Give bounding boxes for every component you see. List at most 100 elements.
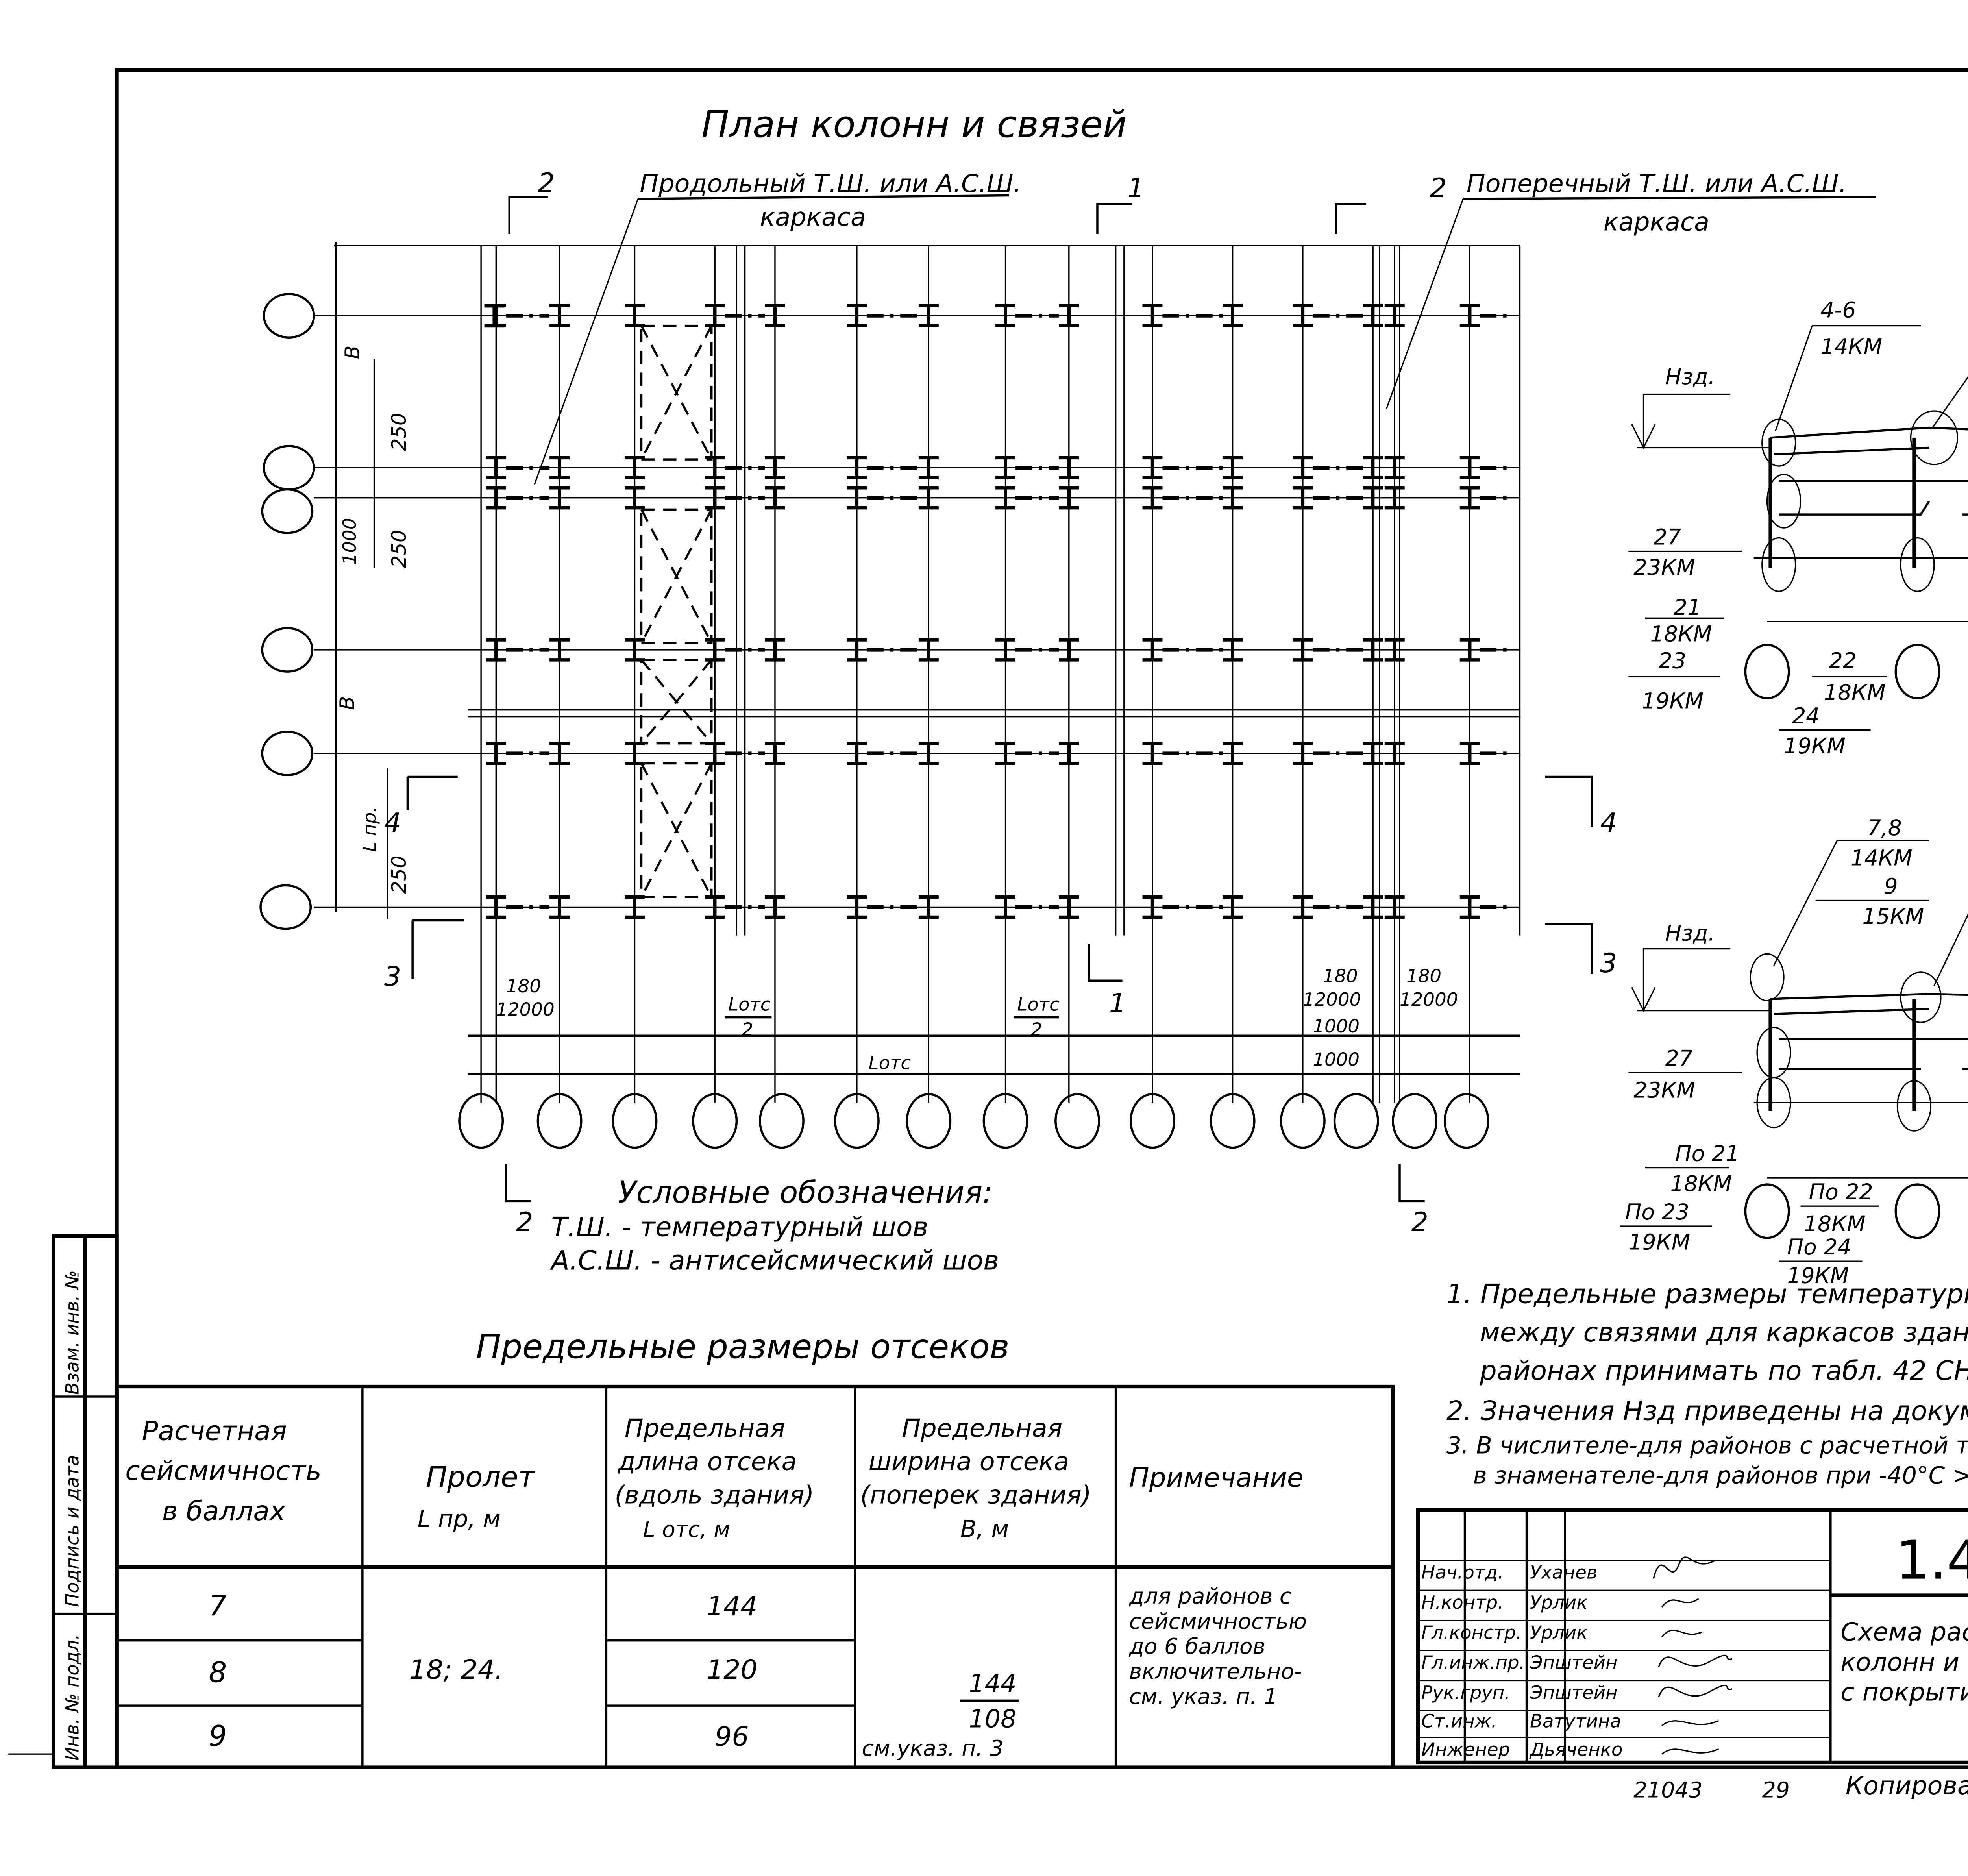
column-marker-icon [765, 456, 785, 480]
column-marker-icon [549, 456, 570, 480]
role-name: Эпштейн [1530, 1652, 1618, 1674]
column-marker-icon [1223, 638, 1243, 662]
column-marker-icon [847, 486, 867, 510]
column-marker-icon [1293, 638, 1313, 662]
header-width-3: (поперек здания) [860, 1481, 1091, 1510]
column-marker-icon [486, 895, 506, 919]
dim-1000-r1: 1000 [1313, 1016, 1359, 1037]
callout-num: 21 [1674, 595, 1701, 620]
column-marker-icon [486, 638, 506, 662]
column-marker-icon [625, 486, 645, 510]
section-mark-1: 1 [1127, 173, 1144, 204]
transverse-joint-label: Поперечный Т.Ш. или А.С.Ш. [1467, 169, 1847, 198]
stamp-cell-original-inv: Инв. № подл. [62, 1634, 83, 1761]
column-marker-icon [995, 486, 1016, 510]
column-marker-icon [765, 304, 785, 327]
column-marker-icon [1142, 304, 1163, 327]
column-marker-icon [1459, 895, 1480, 919]
role-name: Дьяченко [1529, 1739, 1623, 1760]
column-marker-icon [765, 486, 785, 510]
column-marker-icon [995, 638, 1016, 662]
column-marker-icon [1459, 456, 1480, 480]
cell-note: включительно- [1129, 1659, 1302, 1684]
cell-span: 18; 24. [409, 1654, 503, 1685]
column-marker-icon [1363, 304, 1383, 327]
role: Гл.инж.пр. [1421, 1652, 1525, 1674]
longitudinal-joint-label-sub: каркаса [760, 203, 866, 232]
column-marker-icon [705, 456, 725, 480]
column-marker-icon [995, 304, 1016, 327]
section-mark-4-right: 4 [1600, 808, 1617, 839]
column-marker-icon [549, 486, 570, 510]
column-marker-icon [1363, 456, 1383, 480]
callout-num: По 21 [1675, 1142, 1739, 1167]
note-3: 3. В числителе-для районов с расчетной т… [1446, 1432, 1968, 1459]
title-block-footer: 21043 29 Копировал Лоцманенко Формат А3 [1633, 1771, 1968, 1803]
column-marker-icon [918, 895, 939, 919]
dim-lotc-half-2: Lотс [1017, 994, 1060, 1016]
callout-den: 19КМ [1787, 1263, 1849, 1288]
note-1: 1. Предельные размеры температурных отсе… [1446, 1278, 1968, 1310]
callout-num: 24 [1792, 704, 1820, 729]
header-length: Предельная [625, 1414, 785, 1443]
role: Гл.констр. [1421, 1622, 1522, 1643]
drawing-title-3: с покрытием типа „ЦНИИСК" [1840, 1678, 1968, 1707]
footer-number: 29 [1762, 1778, 1790, 1803]
plan-section-marks-bottom: 2 2 [505, 1164, 1428, 1238]
dim-lotc-half-1: Lотс [728, 994, 771, 1016]
column-marker-icon [1293, 304, 1313, 327]
callout-den: 19КМ [1628, 1230, 1690, 1255]
plan-bottom-dimensions: 180 12000 Lотс 2 Lотс 2 Lотс 180 12000 1… [468, 966, 1520, 1075]
notes: 1. Предельные размеры температурных отсе… [1446, 1278, 1968, 1489]
cell-width-ref: см.указ. п. 3 [862, 1736, 1004, 1761]
dim-250-mid: 250 [388, 530, 411, 568]
role-name: Уханев [1530, 1562, 1597, 1584]
legend-item-ass: А.С.Ш. - антисейсмический шов [549, 1245, 999, 1276]
column-marker-icon [1223, 456, 1243, 480]
cell-note: сейсмичностью [1129, 1609, 1307, 1634]
cell-width-den: 108 [969, 1704, 1016, 1734]
callout-num: 27 [1654, 525, 1681, 550]
side-stamp: Взам. инв. № Подпись и дата Инв. № подл. [8, 1234, 119, 1769]
column-marker-icon [1142, 638, 1163, 662]
column-marker-icon [1293, 895, 1313, 919]
callout-den: 18КМ [1670, 1171, 1732, 1197]
column-marker-icon [1059, 486, 1079, 510]
title-block: Нач.отд. Уханев Н.контр. Урлик Гл.констр… [1416, 1508, 1968, 1765]
plan-left-dimensions: В В 250 250 1000 L пр. 250 [336, 346, 411, 919]
section-mark-2: 2 [538, 168, 555, 199]
dim-b-bottom: В [336, 696, 359, 710]
limits-table-title: Предельные размеры отсеков [476, 1327, 1009, 1366]
plan-section-marks-top: 2 1 2 [508, 168, 1447, 234]
header-seismicity-2: сейсмичность [125, 1456, 322, 1487]
column-marker-icon [1059, 742, 1079, 765]
cell-seismicity: 9 [209, 1720, 227, 1753]
header-seismicity-3: в баллах [162, 1496, 286, 1527]
dim-250-bottom: 250 [388, 855, 411, 894]
column-marker-icon [486, 304, 506, 327]
cell-note: см. указ. п. 1 [1129, 1684, 1278, 1709]
callout-num: 9 [1884, 874, 1898, 899]
column-marker-icon [1459, 638, 1480, 662]
column-marker-icon [918, 456, 939, 480]
section-mark-3-left: 3 [384, 961, 401, 992]
callout-den: 14КМ [1820, 335, 1882, 360]
transverse-joint-label-sub: каркаса [1604, 208, 1709, 237]
column-marker-icon [1459, 742, 1480, 765]
column-marker-icon [1363, 895, 1383, 919]
column-marker-icon [918, 304, 939, 327]
column-marker-icon [995, 742, 1016, 765]
callout-num: По 24 [1787, 1235, 1851, 1260]
column-marker-icon [1293, 486, 1313, 510]
limits-table: Предельные размеры отсеков Расчетная сей… [115, 1327, 1395, 1769]
stamp-cell-signature-date: Подпись и дата [62, 1455, 83, 1607]
drawing-title-2: колонн и связей для здания [1840, 1648, 1968, 1677]
column-marker-icon [486, 456, 506, 480]
callout-den: 15КМ [1862, 904, 1924, 929]
column-marker-icon [1363, 638, 1383, 662]
h-label: Нзд. [1665, 921, 1715, 946]
role: Нач.отд. [1421, 1562, 1504, 1584]
callout-num: 27 [1665, 1046, 1693, 1071]
callout-num: По 23 [1625, 1200, 1689, 1225]
callout-num: По 22 [1809, 1180, 1873, 1205]
